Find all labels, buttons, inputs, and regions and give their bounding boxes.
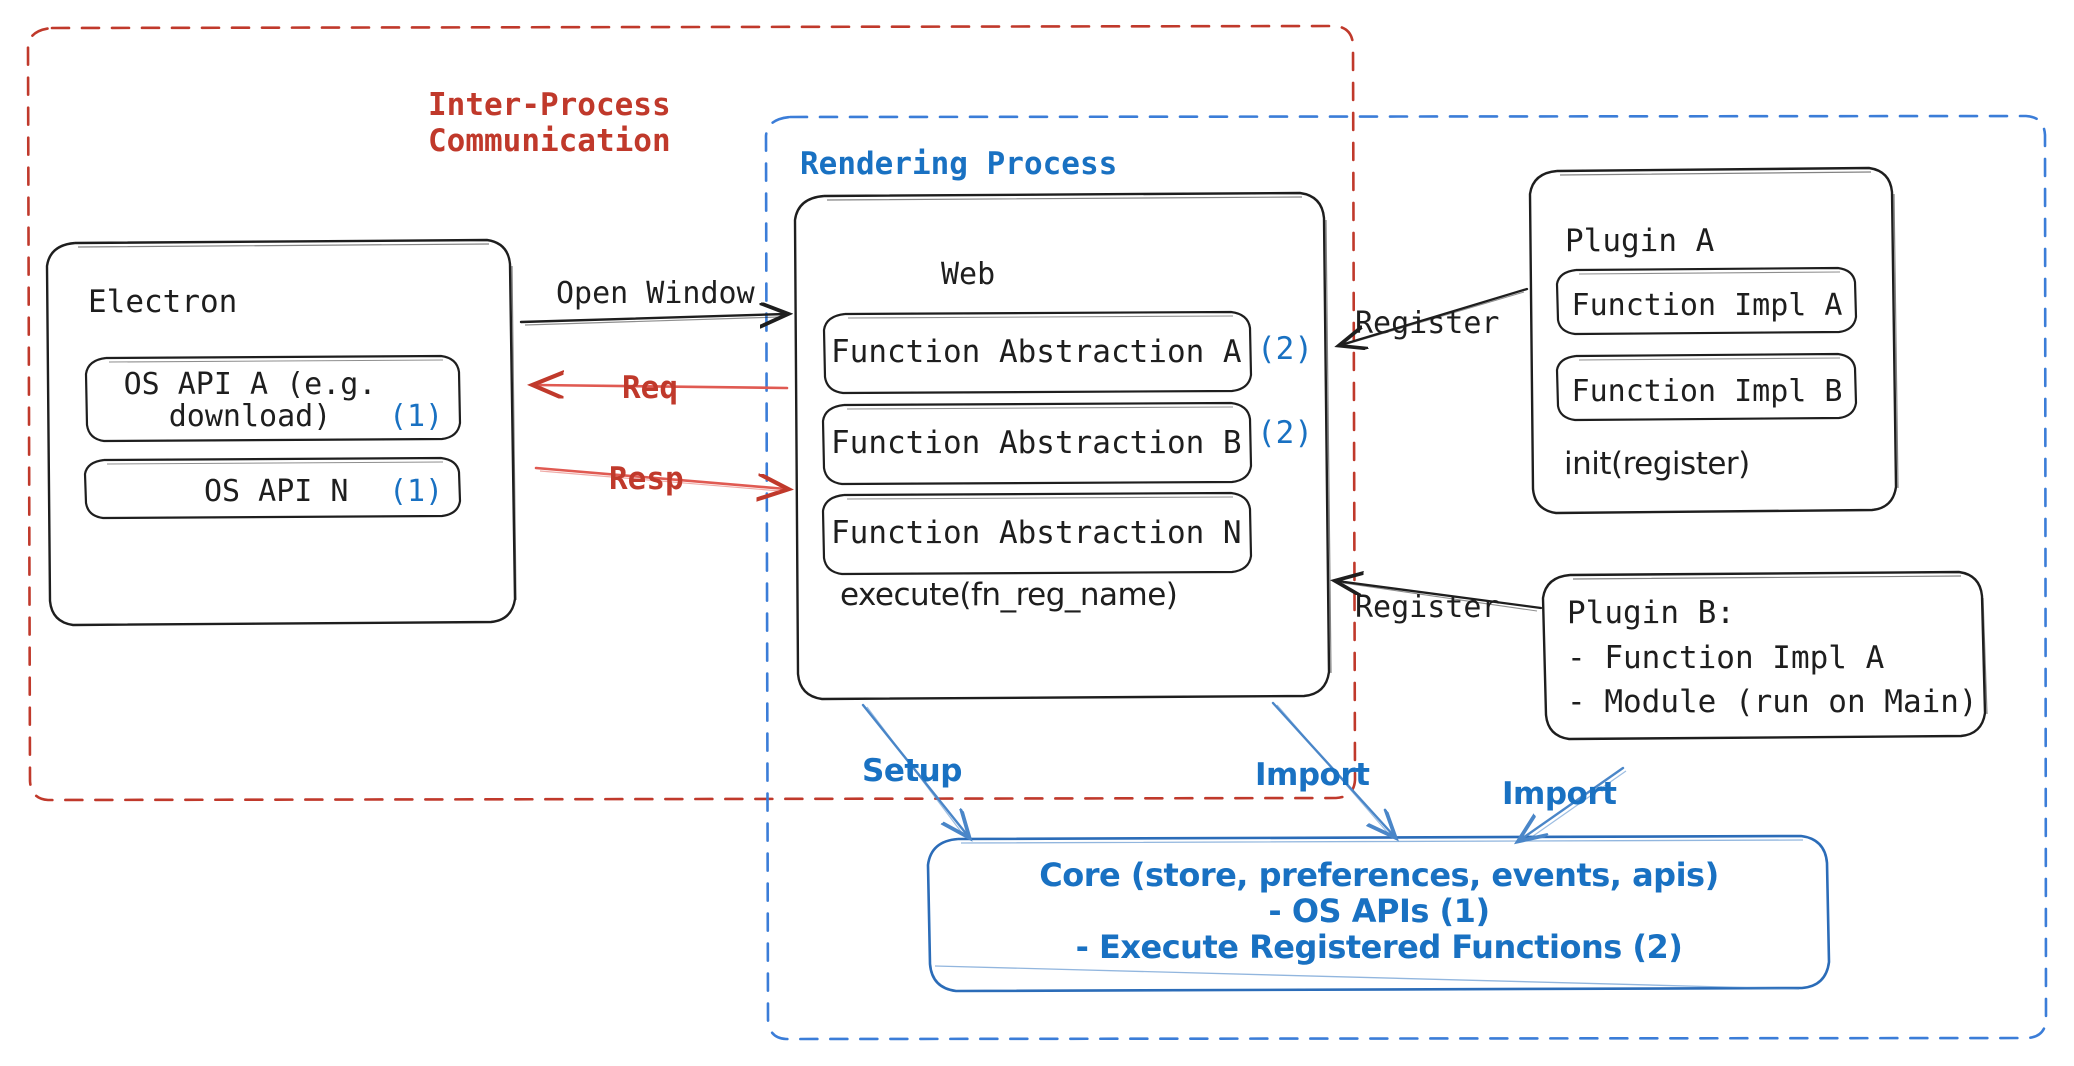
os-api-a-marker: (1) [389,399,444,434]
os-api-a-line2: download) [168,399,332,434]
ipc-label-line1: Inter-Process [428,87,671,123]
os-api-n-box [83,456,462,520]
arrow-register-plugin-a [1341,287,1529,345]
plugin-a-title: Plugin A [1565,223,1715,259]
ipc-container-label-2: Communication [428,122,671,161]
plugin-b-title: Plugin B: [1567,595,1735,631]
plugin-a-footer-init: init(register) [1564,446,1750,482]
os-api-n-marker: (1) [389,474,444,509]
core-line-3: - Execute Registered Functions (2) [1075,928,1683,966]
function-abstraction-n-label: Function Abstraction N [831,515,1242,551]
core-box [926,834,1831,993]
plugin-b-line-2: - Module (run on Main) [1567,684,1978,720]
function-impl-a-label: Function Impl A [1571,288,1843,323]
function-abstraction-n-box [821,491,1253,576]
edge-label-import-web: Import [1255,757,1370,793]
os-api-a-label: OS API A (e.g. [100,366,400,404]
rendering-process-label: Rendering Process [800,146,1118,182]
arrow-req [535,385,789,388]
function-abstraction-b-marker: (2) [1257,415,1313,451]
ipc-label-line2: Communication [428,123,671,159]
os-api-a-label-2: download) [100,398,400,436]
electron-title: Electron [88,284,238,320]
function-impl-b-box [1555,352,1858,422]
function-abstraction-a-marker: (2) [1257,331,1313,367]
web-title: Web [941,257,996,292]
arrow-import-plugin-b [1520,766,1627,841]
edge-label-import-plugin-b: Import [1502,776,1617,812]
function-impl-b-label: Function Impl B [1571,374,1843,409]
function-abstraction-a-label: Function Abstraction A [831,334,1242,370]
function-abstraction-b-label: Function Abstraction B [831,425,1242,461]
arrow-setup [861,703,968,836]
edge-label-open-window: Open Window [556,276,755,311]
arrow-register-plugin-b [1337,581,1543,612]
plugin-b-box [1541,570,1988,741]
edge-label-setup: Setup [862,753,962,789]
edge-label-resp: Resp [609,461,684,497]
function-abstraction-b-box [821,401,1253,486]
edge-label-register-plugin-b: Register [1355,590,1500,625]
os-api-n-label: OS API N [204,474,349,509]
arrow-import-web [1271,701,1394,836]
ipc-container [26,24,1357,802]
edge-label-register-plugin-a: Register [1355,306,1500,341]
os-api-a-box [84,354,462,443]
os-api-a-line1: OS API A (e.g. [123,367,377,402]
plugin-b-line-1: - Function Impl A [1567,640,1885,676]
function-abstraction-a-box [822,310,1253,395]
web-footer-execute: execute(fn_reg_name) [840,577,1178,613]
arrow-open-window [519,314,786,325]
ipc-container-label: Inter-Process [428,86,671,125]
edge-label-req: Req [622,370,678,406]
core-line-2: - OS APIs (1) [1268,892,1490,930]
arrow-resp [534,466,786,491]
function-impl-a-box [1555,266,1858,336]
plugin-a-box [1528,166,1899,515]
core-line-1: Core (store, preferences, events, apis) [1039,856,1719,894]
